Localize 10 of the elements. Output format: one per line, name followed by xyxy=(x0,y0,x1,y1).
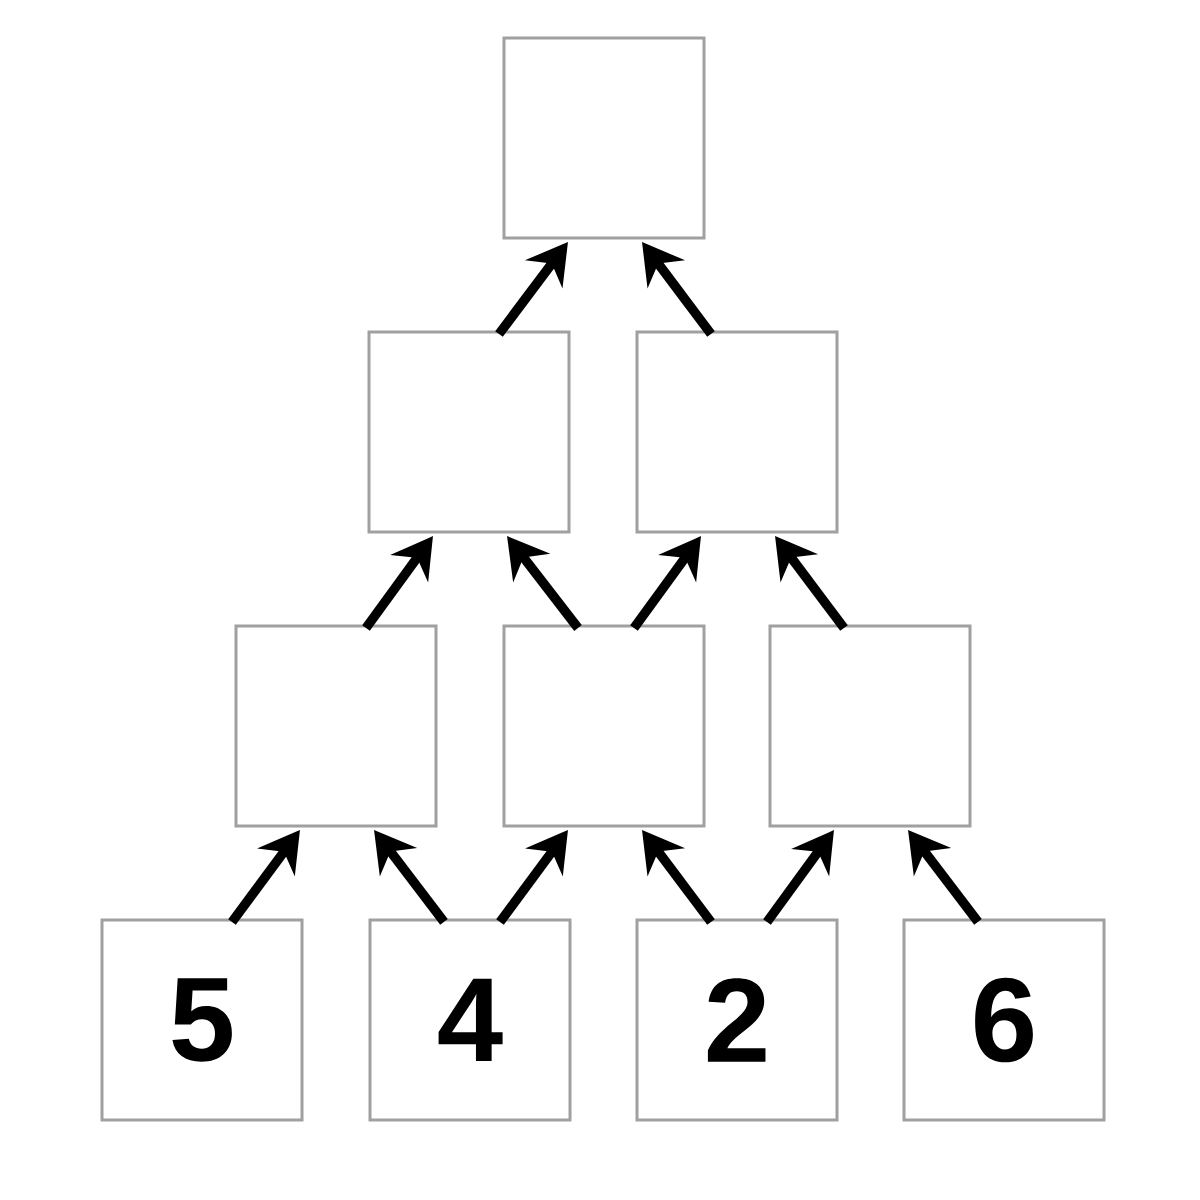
empty-box xyxy=(502,624,706,828)
empty-box xyxy=(635,330,839,534)
empty-box xyxy=(768,624,972,828)
empty-box xyxy=(367,330,571,534)
number-box: 4 xyxy=(368,918,572,1122)
number-box: 5 xyxy=(100,918,304,1122)
number-box: 2 xyxy=(635,918,839,1122)
empty-box xyxy=(234,624,438,828)
number-box: 6 xyxy=(902,918,1106,1122)
empty-box xyxy=(502,36,706,240)
